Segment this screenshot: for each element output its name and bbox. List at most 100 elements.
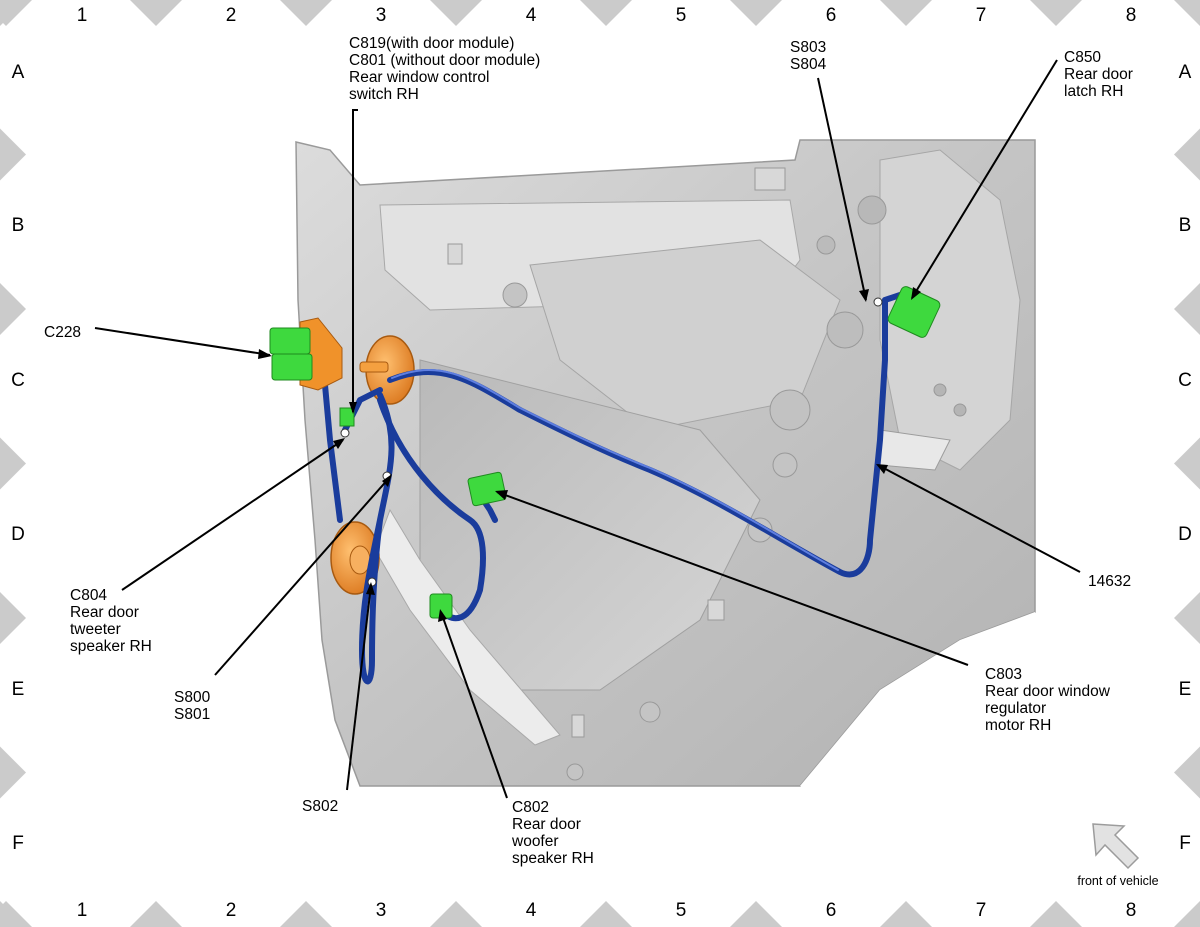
grid-col-label: 5	[676, 5, 687, 26]
grid-row-label: F	[1179, 833, 1191, 854]
zone-border-diamond	[1030, 0, 1082, 26]
zone-border-diamond	[0, 746, 26, 799]
callout-line: Rear door window	[985, 683, 1111, 700]
leader-line	[817, 77, 867, 301]
arrowhead	[438, 609, 447, 622]
zone-border-diamond	[0, 901, 26, 927]
panel-hole	[857, 195, 887, 225]
harness-highlight-line	[391, 369, 839, 571]
callout-line: speaker RH	[70, 638, 152, 655]
grid-col-label: 4	[526, 5, 537, 26]
grid-col-label: 6	[826, 900, 837, 921]
callout-line: Rear window control	[349, 69, 489, 86]
zone-border-diamond	[0, 283, 26, 335]
callout-c803: C803 Rear door window regulator motor RH	[985, 666, 1111, 734]
panel-clip	[447, 243, 463, 265]
zone-border-diamond	[1174, 0, 1200, 26]
leader-line	[346, 584, 372, 791]
orientation-indicator: front of vehicle	[1077, 823, 1159, 888]
grid-columns-bottom: 1 2 3 4 5 6 7 8	[77, 900, 1137, 921]
arrowhead	[876, 464, 888, 474]
panel-hole	[953, 403, 967, 417]
callout-c802: C802 Rear door woofer speaker RH	[511, 799, 594, 867]
splice-marker	[367, 577, 377, 587]
grid-col-label: 7	[976, 5, 987, 26]
callout-c804: C804 Rear door tweeter speaker RH	[70, 587, 152, 655]
callout-line: S801	[174, 706, 210, 723]
grid-col-label: 3	[376, 5, 387, 26]
grid-columns-top: 1 2 3 4 5 6 7 8	[77, 5, 1137, 26]
callout-line: latch RH	[1064, 83, 1123, 100]
grid-rows-right: A B C D E F	[1178, 62, 1192, 854]
leader-lines	[94, 59, 1081, 799]
panel-hole	[769, 389, 811, 431]
zone-border-diamond	[0, 592, 26, 644]
zone-border-diamond	[1174, 592, 1200, 644]
grid-col-label: 8	[1126, 5, 1137, 26]
zone-border-diamond	[1174, 437, 1200, 490]
callout-line: Rear door	[70, 604, 139, 621]
zone-border-diamond	[730, 901, 782, 927]
callout-line: C803	[985, 666, 1022, 683]
callout-line: C819(with door module)	[349, 35, 514, 52]
grid-row-label: C	[11, 370, 25, 391]
zone-border-diamond	[880, 901, 932, 927]
connector-c819	[339, 407, 355, 427]
connector-c228	[269, 317, 343, 391]
zone-border-diamond	[1174, 283, 1200, 335]
callout-14632: 14632	[1088, 573, 1131, 590]
callout-line: 14632	[1088, 573, 1131, 590]
zone-border-diamond	[0, 128, 26, 181]
callout-line: Rear door	[512, 816, 581, 833]
leader-line	[496, 491, 969, 666]
leader-line	[352, 109, 358, 412]
panel-hole	[566, 763, 584, 781]
callout-s800: S800 S801	[174, 689, 211, 723]
grid-row-label: D	[11, 524, 25, 545]
leader-arrowheads	[258, 287, 921, 622]
callout-line: C804	[70, 587, 107, 604]
callout-line: woofer	[511, 833, 559, 850]
callout-line: S800	[174, 689, 211, 706]
splice-marker	[873, 297, 883, 307]
panel-hole	[933, 383, 947, 397]
callout-line: C228	[44, 324, 81, 341]
grid-col-label: 1	[77, 900, 88, 921]
zone-border-diamond	[580, 901, 632, 927]
arrowhead	[333, 438, 345, 449]
panel-hole	[826, 311, 864, 349]
connector-c803	[467, 471, 507, 507]
grid-rows-left: A B C D E F	[11, 62, 25, 854]
panel-hole	[502, 282, 528, 308]
callout-line: Rear door	[1064, 66, 1133, 83]
grid-col-label: 6	[826, 5, 837, 26]
zone-border-diamond	[280, 901, 332, 927]
grid-col-label: 2	[226, 900, 237, 921]
arrow-up-left-icon	[1092, 823, 1140, 870]
callout-line: S802	[302, 798, 338, 815]
panel-hole	[772, 452, 798, 478]
callout-line: motor RH	[985, 717, 1051, 734]
orientation-label: front of vehicle	[1077, 874, 1158, 888]
callout-line: regulator	[985, 700, 1046, 717]
callout-line: S804	[790, 56, 827, 73]
leader-line	[877, 464, 1081, 573]
callout-line: C801 (without door module)	[349, 52, 540, 69]
callout-line: S803	[790, 39, 826, 56]
arrowhead	[859, 289, 869, 302]
leader-line	[440, 611, 508, 799]
connector-c228-lower	[271, 353, 313, 381]
callout-line: tweeter	[70, 621, 121, 638]
callout-line: speaker RH	[512, 850, 594, 867]
grid-row-label: A	[12, 62, 25, 83]
panel-clip	[571, 714, 585, 738]
grid-row-label: A	[1179, 62, 1192, 83]
callout-line: C802	[512, 799, 549, 816]
leader-line	[94, 327, 271, 356]
callout-c819: C819(with door module) C801 (without doo…	[349, 35, 540, 103]
zone-border-diamond	[1030, 901, 1082, 927]
panel-clip	[754, 167, 786, 191]
grid-col-label: 2	[226, 5, 237, 26]
grid-col-label: 4	[526, 900, 537, 921]
